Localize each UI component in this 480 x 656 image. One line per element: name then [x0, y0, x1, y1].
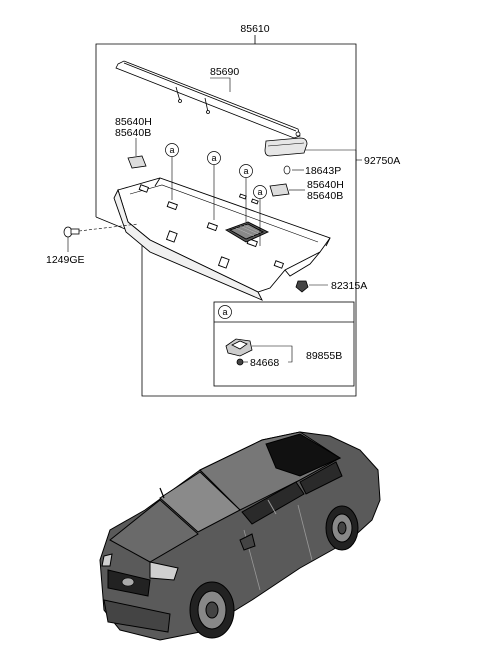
label-84668: 84668	[250, 357, 279, 369]
cover-screen-part	[115, 60, 301, 139]
callout-a-2: a	[207, 151, 221, 220]
cover-right-part	[269, 183, 290, 197]
detail-callout-a-text: a	[222, 307, 227, 317]
detail-box-a	[213, 301, 355, 387]
car-illustration	[99, 431, 381, 641]
callout-a-1: a	[165, 143, 179, 200]
detail-callout-a: a	[218, 305, 232, 319]
bolt-part	[63, 223, 139, 252]
label-89855b: 89855B	[306, 350, 342, 362]
bracket-part	[225, 338, 293, 366]
package-tray-part	[113, 177, 331, 301]
label-82315a: 82315A	[331, 280, 367, 292]
callout-a-2-text: a	[211, 153, 216, 163]
label-85640h-left: 85640H	[115, 116, 152, 128]
fastener-part	[295, 280, 328, 293]
stop-lamp-part	[264, 137, 308, 157]
cover-left-part	[127, 155, 147, 169]
label-18643p: 18643P	[305, 165, 341, 177]
callout-a-4: a	[253, 185, 267, 246]
callout-a-3: a	[239, 164, 253, 222]
cover-screen-leader	[210, 77, 231, 92]
callout-a-1-text: a	[169, 145, 174, 155]
label-1249ge: 1249GE	[46, 254, 85, 266]
label-85610: 85610	[240, 23, 269, 35]
label-92750a: 92750A	[364, 155, 400, 167]
callout-a-3-text: a	[243, 166, 248, 176]
callout-a-4-text: a	[257, 187, 262, 197]
label-85690: 85690	[210, 66, 239, 78]
label-85640b-right: 85640B	[307, 190, 343, 202]
lamp-leaders	[292, 149, 362, 171]
label-85640b-left: 85640B	[115, 127, 151, 139]
bulb-part	[283, 165, 291, 175]
label-85640h-right: 85640H	[307, 179, 344, 191]
